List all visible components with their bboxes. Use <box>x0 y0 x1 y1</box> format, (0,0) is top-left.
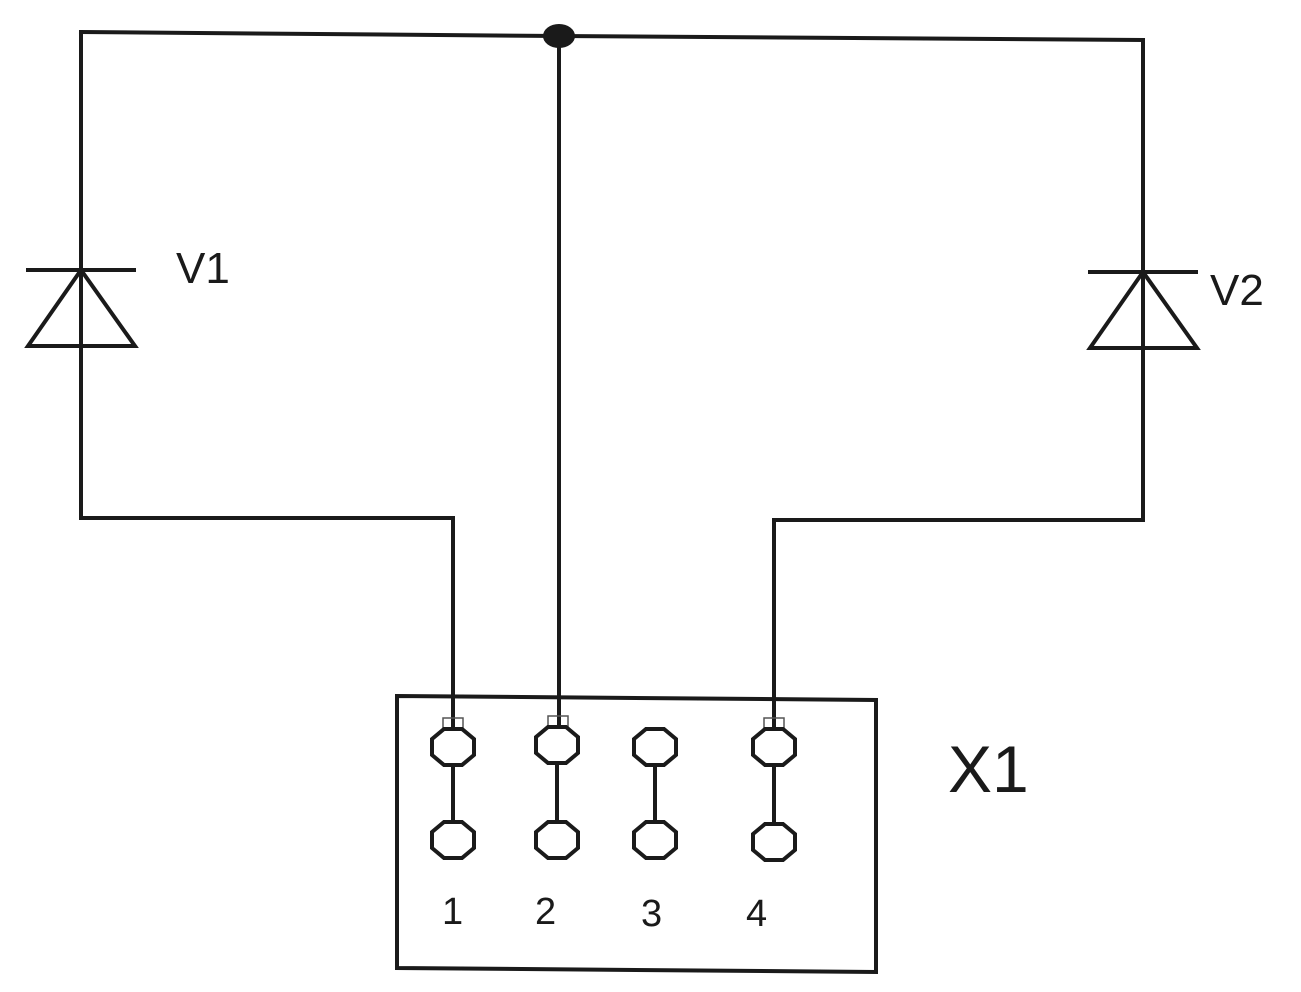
pin-1-bottom-terminal <box>430 820 476 860</box>
diode-v1-triangle <box>24 266 139 348</box>
connector-pin-4 <box>751 717 797 862</box>
connector-x1-label: X1 <box>948 732 1029 806</box>
connector-pin-3 <box>632 727 678 860</box>
pin-2-top-terminal <box>534 725 580 765</box>
right-branch-wire <box>772 38 1145 727</box>
connector-x1-box <box>395 693 878 975</box>
pin-3-label: 3 <box>641 893 662 935</box>
diode-v2-triangle <box>1086 268 1201 350</box>
pin-3-bottom-terminal <box>632 820 678 860</box>
pin-4-top-terminal <box>751 727 797 767</box>
diode-v2 <box>1086 268 1201 350</box>
pin-3-top-terminal <box>632 727 678 767</box>
top-rail-wire <box>78 29 1146 43</box>
diode-v1 <box>24 266 139 348</box>
diode-v2-label: V2 <box>1210 266 1264 315</box>
pin-4-label: 4 <box>746 893 767 935</box>
pin-1-top-terminal <box>430 727 476 767</box>
pin-1-label: 1 <box>442 891 463 933</box>
pin-2-label: 2 <box>535 891 556 933</box>
connector-pin-1 <box>430 717 476 860</box>
left-branch-wire <box>79 30 455 727</box>
pin-4-bottom-terminal <box>751 822 797 862</box>
pin-2-bottom-terminal <box>534 820 580 860</box>
diode-v1-label: V1 <box>176 244 230 293</box>
connector-pin-2 <box>534 715 580 860</box>
